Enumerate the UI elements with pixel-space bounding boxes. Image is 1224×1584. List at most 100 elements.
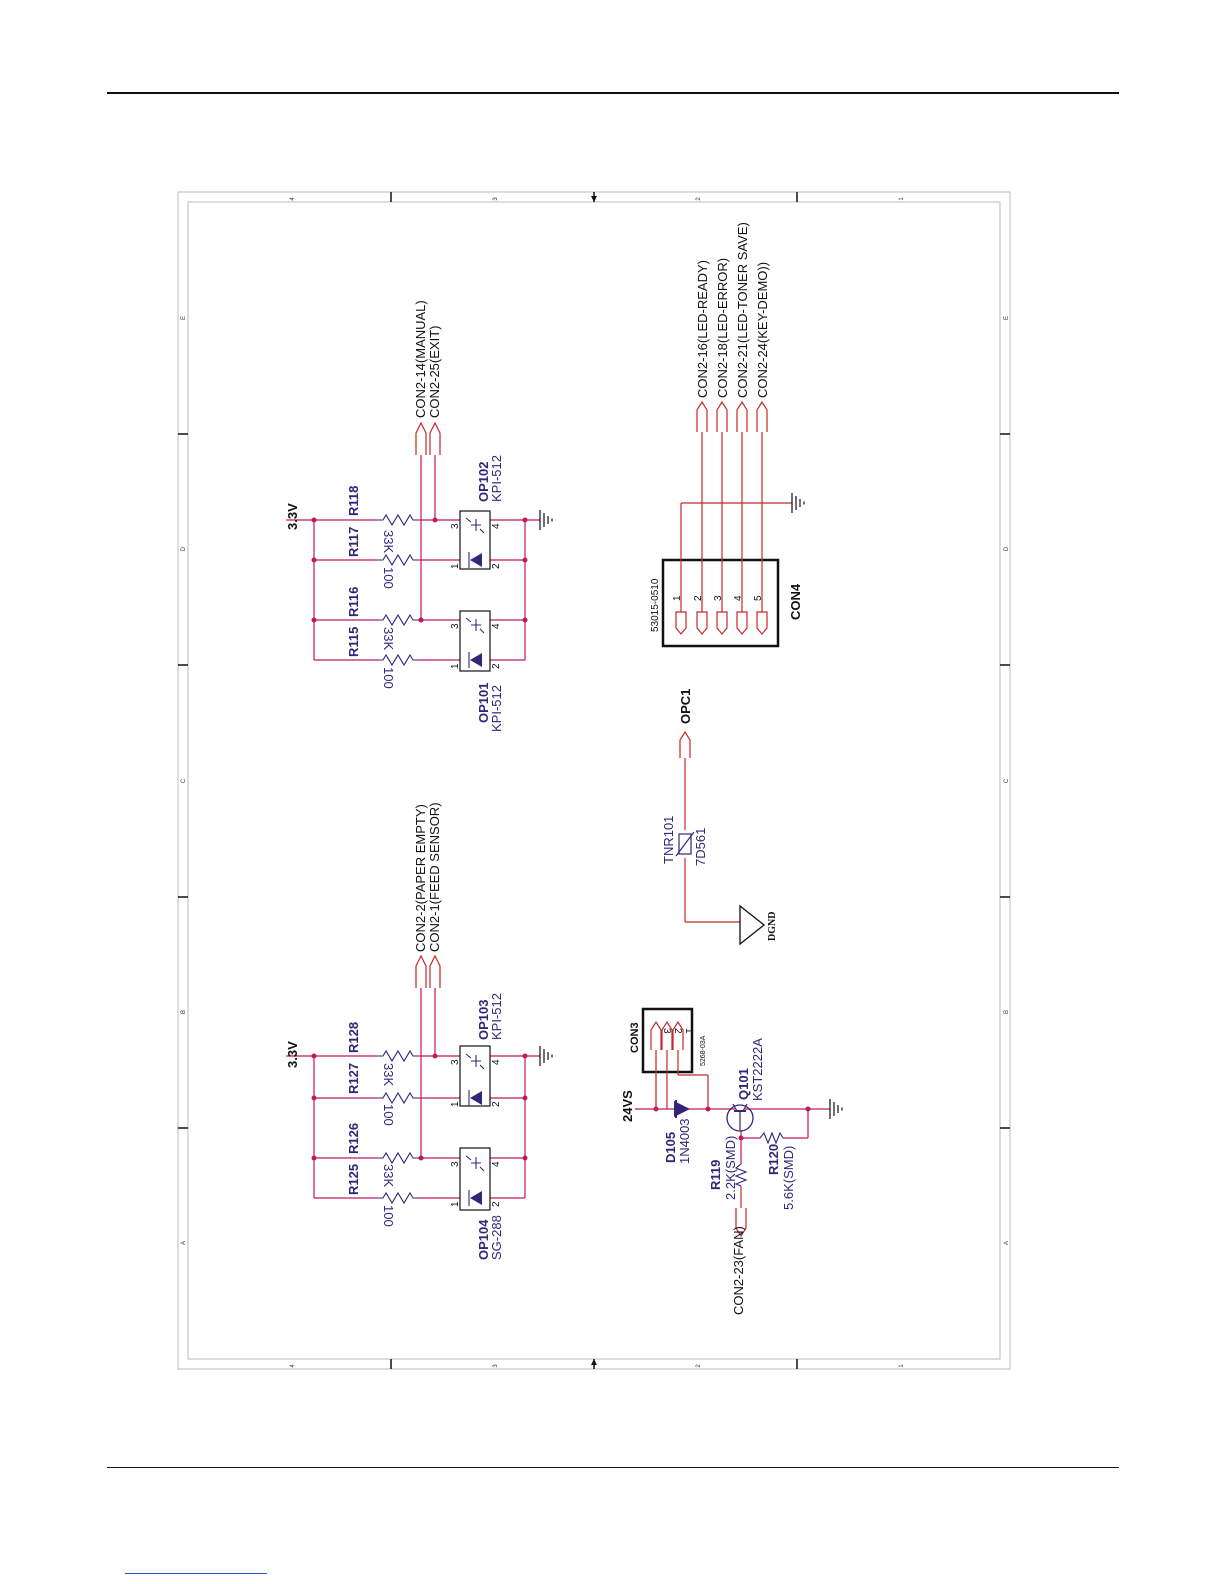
op102-sensor-icon [459, 510, 491, 570]
op102-pin2: 2 [491, 563, 502, 569]
signal-feed-sensor: CON2-1(FEED SENSOR) [427, 802, 442, 952]
sensor-block-top [286, 421, 553, 672]
r115-ref: R115 [346, 627, 361, 657]
d105-ref: D105 [663, 1132, 678, 1163]
frame-col-top-0: 4 [290, 197, 296, 201]
r119-ref: R119 [708, 1160, 723, 1190]
frame-col-top-1: 3 [493, 197, 499, 201]
signal-manual: CON2-14(MANUAL) [413, 300, 428, 418]
con3-pin-2: 2 [672, 1028, 683, 1034]
op103-sensor-icon [459, 1045, 491, 1107]
tnr101-value: 7D561 [693, 828, 708, 866]
frame-col-bot-2: 2 [696, 1364, 702, 1368]
d105-part: 1N4003 [677, 1118, 692, 1164]
frame-col-bot-3: 1 [899, 1364, 905, 1368]
op103-pin4: 4 [491, 1059, 502, 1065]
frame-col-bot-1: 3 [493, 1364, 499, 1368]
op103-part: KPI-512 [489, 993, 504, 1040]
signal-led-toner-save: CON2-21(LED-TONER SAVE) [735, 222, 750, 398]
q101-transistor-icon [726, 1103, 754, 1132]
con3-pin-3: 3 [661, 1028, 672, 1034]
frame-row-left-2: C [181, 778, 187, 783]
op104-pin4: 4 [491, 1161, 502, 1167]
frame-col-bot-0: 4 [290, 1364, 296, 1368]
con4-pin-4: 4 [733, 595, 744, 601]
frame-row-right-1: D [1004, 546, 1010, 551]
r125-value: 33K [381, 1164, 396, 1187]
op102-pin1: 1 [450, 563, 461, 569]
op101-part: KPI-512 [489, 685, 504, 732]
con4-pin-2: 2 [693, 595, 704, 601]
r127-ref: R127 [346, 1063, 361, 1094]
r125b-value: 100 [381, 1205, 396, 1227]
q101-part: KST2222A [750, 1038, 765, 1101]
net-24vs: 24VS [620, 1090, 635, 1122]
op103-pin3: 3 [450, 1059, 461, 1065]
r125-ref: R125 [346, 1164, 361, 1195]
frame-row-right-4: A [1004, 1241, 1010, 1245]
r126-ref: R126 [346, 1123, 361, 1154]
frame-row-left-4: A [181, 1241, 187, 1245]
frame-row-right-3: B [1004, 1010, 1010, 1014]
r115-value: 33K [381, 627, 396, 650]
op101-ref: OP101 [476, 683, 491, 723]
q101-ref: Q101 [736, 1068, 751, 1100]
frame-row-right-2: C [1004, 778, 1010, 783]
fan-driver-block [635, 1007, 843, 1238]
header-rule [107, 92, 1119, 94]
net-3v3-bottom: 3.3V [285, 1041, 300, 1068]
frame-row-left-3: B [181, 1010, 187, 1014]
op102-part: KPI-512 [489, 455, 504, 502]
r120-ref: R120 [766, 1144, 781, 1175]
con4-pin-5: 5 [753, 595, 764, 601]
frame-col-top-2: 2 [696, 197, 702, 201]
d105-diode-icon [674, 1100, 690, 1118]
frame-col-top-3: 1 [899, 197, 905, 201]
tnr101-block [675, 730, 766, 946]
op103-ref: OP103 [476, 1000, 491, 1040]
con4-block [661, 400, 805, 648]
con4-ref: CON4 [788, 583, 803, 620]
op102-pin3: 3 [450, 523, 461, 529]
r117-ref: R117 [346, 527, 361, 557]
footer-link-underline[interactable] [125, 1573, 267, 1574]
op102-pin4: 4 [491, 523, 502, 529]
signal-exit: CON2-25(EXIT) [427, 326, 442, 418]
r115b-value: 100 [381, 667, 396, 689]
op101-sensor-icon [459, 610, 491, 672]
op101-pin2: 2 [491, 663, 502, 669]
op103-pin2: 2 [491, 1101, 502, 1107]
op104-part: SG-288 [489, 1215, 504, 1260]
r117b-value: 100 [381, 567, 396, 589]
r127-value: 33K [381, 1063, 396, 1086]
con4-part: 53015-0510 [650, 578, 661, 632]
frame-row-left-1: D [181, 546, 187, 551]
signal-opc1: OPC1 [678, 689, 693, 724]
op104-pin3: 3 [450, 1161, 461, 1167]
con4-pin-3: 3 [713, 595, 724, 601]
op101-pin1: 1 [450, 663, 461, 669]
sensor-block-bottom [286, 954, 553, 1211]
r120-value: 5.6K(SMD) [781, 1146, 796, 1210]
signal-fan: CON2-23(FAN) [731, 1226, 746, 1315]
op104-sensor-icon [459, 1147, 491, 1211]
frame-row-left-0: E [181, 316, 187, 320]
signal-led-error: CON2-18(LED-ERROR) [715, 258, 730, 398]
op101-pin3: 3 [450, 623, 461, 629]
tnr101-ref: TNR101 [661, 816, 676, 864]
op104-pin1: 1 [450, 1201, 461, 1207]
net-3v3-top: 3.3V [285, 503, 300, 530]
op103-pin1: 1 [450, 1101, 461, 1107]
frame-row-right-0: E [1004, 316, 1010, 320]
r127b-value: 100 [381, 1104, 396, 1126]
r117-value: 33K [381, 530, 396, 553]
r118-ref: R118 [346, 486, 361, 516]
net-dgnd: DGND [767, 912, 778, 941]
op102-ref: OP102 [476, 462, 491, 502]
dgnd-icon [739, 904, 766, 946]
con3-pin-1: 1 [683, 1028, 694, 1034]
con3-part: 5268-03A [700, 1035, 707, 1066]
footer-rule [107, 1467, 1119, 1468]
r119-value: 2.2K(SMD) [723, 1136, 738, 1200]
